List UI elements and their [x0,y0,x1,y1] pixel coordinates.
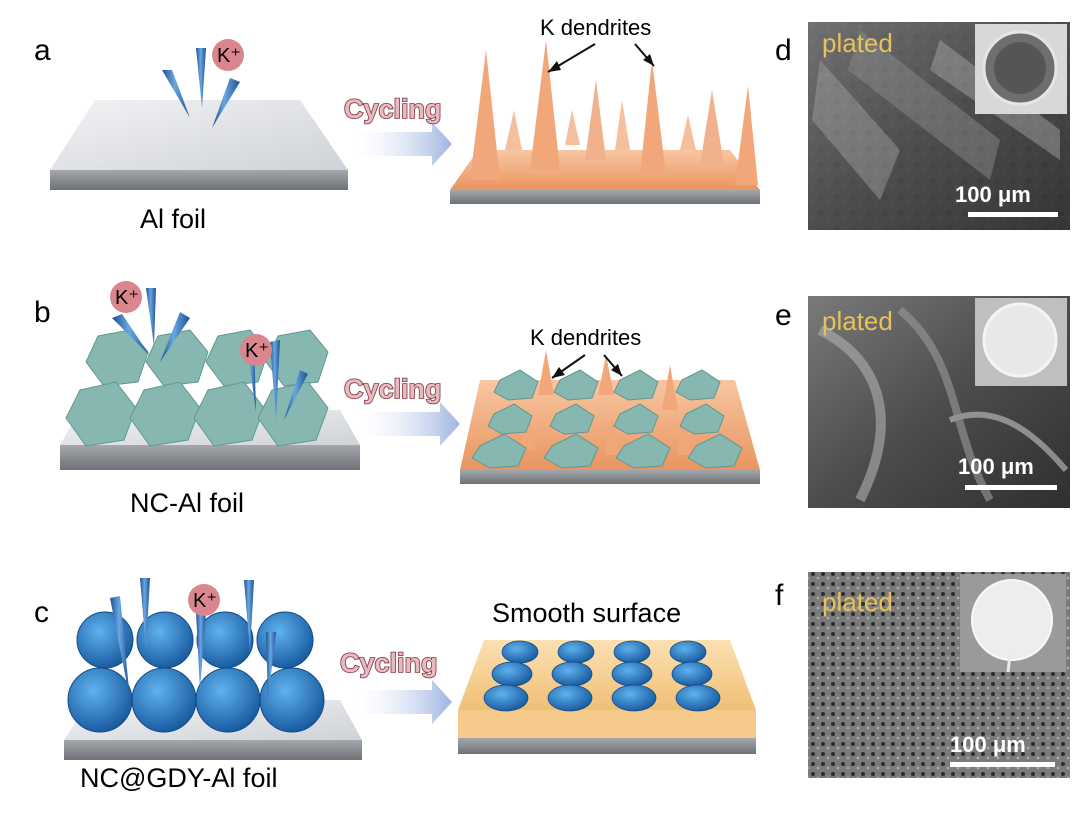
dendrite-foil-b [460,350,760,484]
scale-bar-icon [968,212,1058,217]
inset-photo-f [960,574,1066,672]
panel-f-letter: f [775,579,784,612]
scale-label-e: 100 μm [958,454,1034,479]
panel-d-letter: d [775,34,792,67]
result-label-b: K dendrites [530,325,641,350]
cycling-label-a: Cycling [344,94,442,124]
ion-label-2: K⁺ [245,340,269,362]
panel-a-letter: a [34,34,51,67]
cycling-arrow-icon [360,402,460,446]
panel-e: e plated 100 μm [775,296,1070,508]
dendrite-foil-a [450,40,760,204]
panel-a: a K⁺ Al foil Cycling K [34,15,760,234]
panel-c: c K⁺ NC@GDY-Al foil Cycling [34,578,756,793]
inset-photo-d [975,24,1067,114]
scale-bar-icon [950,762,1055,767]
scale-label-f: 100 μm [950,732,1026,757]
panel-c-letter: c [34,596,49,629]
panel-e-letter: e [775,299,792,332]
state-label-d: plated [822,28,893,58]
scale-bar-icon [965,485,1057,490]
cycling-arrow-icon [356,680,452,724]
foil-label-b: NC-Al foil [130,488,244,518]
al-foil [50,100,348,190]
scale-label-d: 100 μm [955,182,1031,207]
result-label-c: Smooth surface [492,598,681,628]
foil-label-a: Al foil [140,204,206,234]
ion-label-c: K⁺ [193,590,217,612]
ion-label: K⁺ [217,45,241,67]
panel-b: b K⁺ K⁺ NC-Al foil Cycling [34,281,760,518]
panel-b-letter: b [34,296,51,329]
panel-f: f plated 100 μm [775,572,1070,778]
foil-label-c: NC@GDY-Al foil [80,763,277,793]
result-label-a: K dendrites [540,15,651,40]
state-label-f: plated [822,587,893,617]
cycling-label-b: Cycling [344,374,442,404]
inset-photo-e [975,298,1067,386]
cycling-arrow-icon [355,122,452,166]
cycling-label-c: Cycling [340,648,438,678]
state-label-e: plated [822,306,893,336]
smooth-foil-c [458,640,756,754]
ion-label-1: K⁺ [115,287,139,309]
panel-d: d plated 100 μm [775,22,1070,230]
